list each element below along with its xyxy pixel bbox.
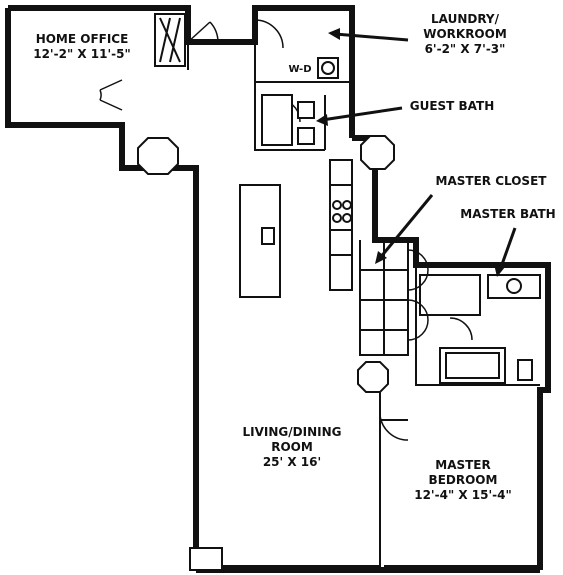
guest-bath-fixtures xyxy=(261,94,315,146)
living-dining-label: LIVING/DINING ROOM 25' X 16' xyxy=(228,425,356,470)
living-dining-name-line2: ROOM xyxy=(271,440,313,454)
master-bath-fixtures xyxy=(439,278,533,384)
window-sills xyxy=(189,547,540,571)
label-leader-lines xyxy=(316,28,517,277)
kitchen xyxy=(239,184,352,298)
master-bedroom-label: MASTER BEDROOM 12'-4" X 15'-4" xyxy=(398,458,528,503)
home-office-label: HOME OFFICE 12'-2" X 11'-5" xyxy=(22,32,142,62)
laundry-name-line1: LAUNDRY/ xyxy=(431,12,499,26)
master-bedroom-name-line1: MASTER xyxy=(435,458,491,472)
living-dining-name-line1: LIVING/DINING xyxy=(242,425,342,439)
washer-dryer-label: W-D xyxy=(288,64,312,75)
laundry-dims: 6'-2" X 7'-3" xyxy=(424,42,506,56)
structural-columns xyxy=(137,135,395,393)
living-dining-dims: 25' X 16' xyxy=(262,455,322,469)
closet-shelves xyxy=(154,13,186,67)
master-bedroom-name-line2: BEDROOM xyxy=(428,473,498,487)
guest-bath-label: GUEST BATH xyxy=(409,99,495,113)
laundry-label: LAUNDRY/ WORKROOM 6'-2" X 7'-3" xyxy=(410,12,520,57)
master-bath-label: MASTER BATH xyxy=(460,207,556,221)
interior-walls xyxy=(187,42,541,570)
master-bedroom-dims: 12'-4" X 15'-4" xyxy=(414,488,512,502)
home-office-name: HOME OFFICE xyxy=(35,32,129,46)
home-office-dims: 12'-2" X 11'-5" xyxy=(33,47,131,61)
master-closet-label: MASTER CLOSET xyxy=(435,174,547,188)
laundry-fixtures xyxy=(317,57,339,79)
laundry-name-line2: WORKROOM xyxy=(423,27,507,41)
